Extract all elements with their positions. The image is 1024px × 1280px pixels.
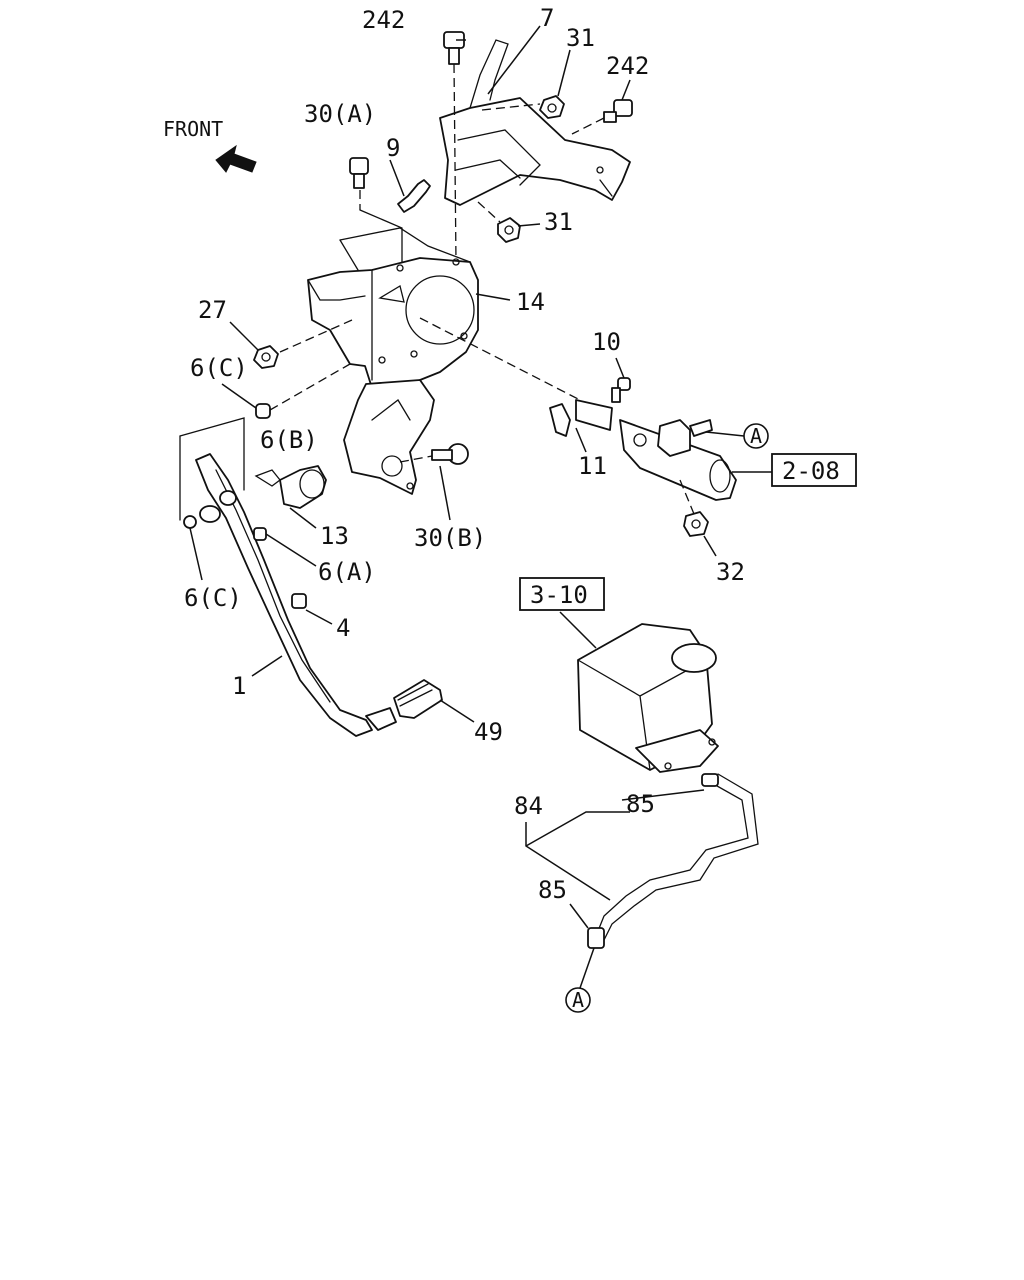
upper-bracket [439, 39, 631, 206]
callout-49: 49 [474, 718, 503, 746]
bolt-242-right [603, 99, 633, 123]
return-spring-13 [254, 465, 327, 509]
pivot-bush [199, 490, 237, 523]
nut-31-mid [497, 217, 521, 243]
reservoir-hose-84 [595, 773, 759, 941]
callout-1: 1 [232, 672, 246, 700]
stopper-4 [291, 593, 307, 609]
callout-85-upper: 85 [626, 790, 655, 818]
hose-clip-85-upper [701, 773, 719, 787]
bush-6a [253, 527, 267, 541]
nut-27 [253, 345, 279, 369]
bolt-242-top [443, 31, 465, 65]
callout-6b: 6(B) [260, 426, 318, 454]
nut-31-top [539, 95, 565, 119]
connector-a-master: A [743, 423, 769, 449]
callout-242-right: 242 [606, 52, 649, 80]
callout-14: 14 [516, 288, 545, 316]
bush-6c-lower [183, 515, 197, 529]
hose-clip-85-lower [587, 927, 605, 949]
callout-27: 27 [198, 296, 227, 324]
callout-6c-lower: 6(C) [184, 584, 242, 612]
clutch-master-cylinder [575, 399, 737, 501]
front-label: FRONT [163, 117, 223, 141]
pin-10 [611, 377, 631, 403]
callout-30a: 30(A) [304, 100, 376, 128]
bracket-lower-arm [343, 379, 435, 495]
pedal-pad-49 [365, 679, 443, 731]
clip-11 [549, 403, 571, 437]
callout-31-top: 31 [566, 24, 595, 52]
callout-4: 4 [336, 614, 350, 642]
ref-2-08-label: 2-08 [782, 457, 840, 485]
callout-85-lower: 85 [538, 876, 567, 904]
ref-box-2-08[interactable]: 2-08 [771, 453, 857, 487]
connector-a-master-label: A [750, 424, 762, 448]
callout-10: 10 [592, 328, 621, 356]
front-arrow-icon [215, 144, 257, 173]
callout-84: 84 [514, 792, 543, 820]
callout-6a: 6(A) [318, 558, 376, 586]
callout-31-mid: 31 [544, 208, 573, 236]
ref-3-10-label: 3-10 [530, 581, 588, 609]
bolt-30a [349, 157, 369, 189]
callout-11: 11 [578, 452, 607, 480]
reservoir-tank [577, 623, 719, 773]
pedal-bracket-14 [307, 227, 479, 397]
ref-box-3-10[interactable]: 3-10 [519, 577, 605, 611]
callout-9: 9 [386, 134, 400, 162]
callout-13: 13 [320, 522, 349, 550]
callout-7: 7 [540, 4, 554, 32]
callout-32: 32 [716, 558, 745, 586]
bolt-30b [431, 443, 469, 465]
bush-6c-upper [255, 403, 271, 419]
connector-a-hose-label: A [572, 988, 584, 1012]
connector-a-hose: A [565, 987, 591, 1013]
pin-9 [397, 179, 431, 213]
callout-6c-upper: 6(C) [190, 354, 248, 382]
callout-30b: 30(B) [414, 524, 486, 552]
callout-242-top: 242 [362, 6, 405, 34]
nut-32 [683, 511, 709, 537]
